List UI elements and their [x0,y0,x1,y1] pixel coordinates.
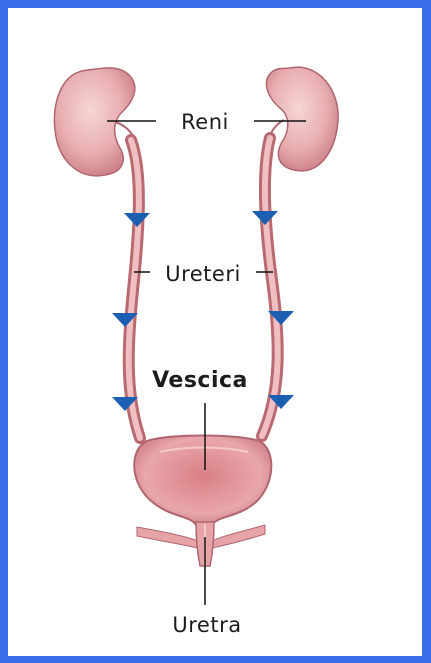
left-ureter [129,140,140,438]
right-ureter [262,138,278,436]
label-urethra: Uretra [172,613,241,637]
label-ureters: Ureteri [165,262,241,286]
bladder [134,436,271,526]
left-kidney [54,68,136,176]
label-bladder: Vescica [152,368,248,393]
flow-arrow-icon [124,213,150,227]
right-kidney [266,67,338,171]
label-kidneys: Reni [181,110,229,134]
flow-arrow-icon [252,211,278,225]
